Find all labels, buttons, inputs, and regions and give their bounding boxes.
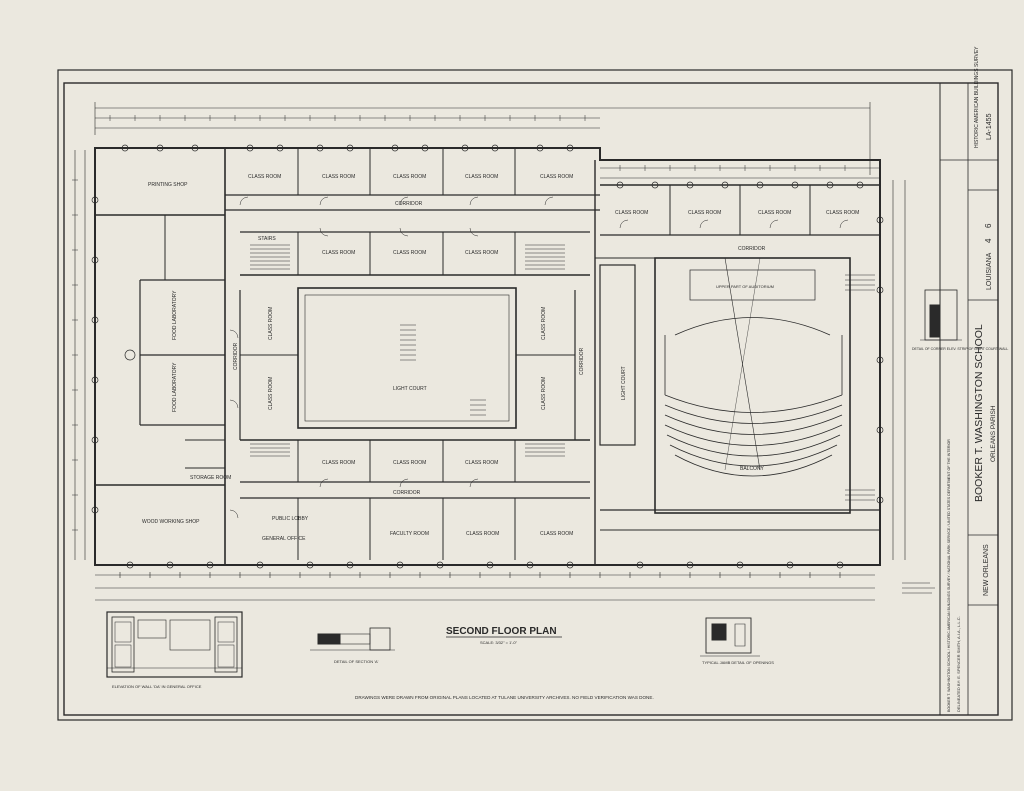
room-printing-shop: PRINTING SHOP: [148, 182, 188, 188]
room-light-court: LIGHT COURT: [393, 386, 427, 392]
room-class-west-1: CLASS ROOM: [268, 307, 274, 340]
parish-name: ORLEANS PARISH: [990, 405, 997, 462]
perimeter-columns: [91, 144, 884, 569]
survey-number: LA-1455: [986, 113, 993, 140]
building-walls: [94, 147, 881, 566]
room-class-15: CLASS ROOM: [688, 210, 721, 216]
room-storage: STORAGE ROOM: [190, 475, 231, 481]
room-corridor-south: CORRIDOR: [393, 490, 421, 496]
stair-runs: [250, 244, 875, 501]
room-class-13: CLASS ROOM: [540, 531, 573, 537]
room-class-8: CLASS ROOM: [465, 250, 498, 256]
drawing-title: SECOND FLOOR PLAN: [446, 626, 557, 637]
room-class-4: CLASS ROOM: [465, 174, 498, 180]
room-labels: PRINTING SHOP CLASS ROOM CLASS ROOM CLAS…: [142, 174, 859, 542]
sheet-border: [57, 69, 1013, 721]
room-faculty-room: FACULTY ROOM: [390, 531, 429, 537]
corner-elevation-detail: [920, 289, 962, 341]
room-class-6: CLASS ROOM: [322, 250, 355, 256]
room-food-lab-1: FOOD LABORATORY: [172, 290, 178, 340]
section-a-detail: [310, 627, 395, 651]
room-class-11: CLASS ROOM: [465, 460, 498, 466]
corner-detail-caption: DETAIL OF CORNER ELEV. STRIP OF LIGHT CO…: [912, 347, 1008, 351]
room-corridor-east: CORRIDOR: [738, 246, 766, 252]
room-general-office: GENERAL OFFICE: [262, 536, 306, 542]
room-stairs-nw: STAIRS: [258, 236, 276, 242]
building-name: BOOKER T. WASHINGTON SCHOOL: [973, 324, 985, 502]
room-corridor-north: CORRIDOR: [395, 201, 423, 207]
room-balcony: BALCONY: [740, 466, 765, 472]
drawing-scale: SCALE: 3/32" = 1'-0": [480, 640, 518, 645]
office-elevation-caption: ELEVATION OF WALL 'DA' IN GENERAL OFFICE: [112, 684, 202, 689]
room-class-5: CLASS ROOM: [540, 174, 573, 180]
jamb-detail-caption: TYPICAL JAMB DETAIL OF OPENINGS: [702, 660, 774, 665]
room-class-12: CLASS ROOM: [466, 531, 499, 537]
room-corridor-east-side: CORRIDOR: [579, 347, 585, 375]
sheet-number: 4: [984, 238, 993, 243]
room-class-10: CLASS ROOM: [393, 460, 426, 466]
room-class-east-1: CLASS ROOM: [541, 307, 547, 340]
room-public-lobby: PUBLIC LOBBY: [272, 516, 309, 522]
room-class-west-2: CLASS ROOM: [268, 377, 274, 410]
state-name: LOUISIANA: [986, 252, 993, 290]
bottom-dimension-lines: [95, 572, 875, 601]
room-class-1: CLASS ROOM: [248, 174, 281, 180]
room-food-lab-2: FOOD LABORATORY: [172, 362, 178, 412]
top-dimension-ticks: [109, 115, 846, 171]
title-block: HISTORIC AMERICAN BUILDINGS SURVEY LA-14…: [939, 46, 998, 715]
auditorium-seating: [664, 257, 843, 477]
drawing-title-block: SECOND FLOOR PLAN SCALE: 3/32" = 1'-0": [446, 626, 562, 645]
door-swings: [229, 196, 849, 519]
key-note: [902, 582, 935, 594]
room-class-17: CLASS ROOM: [826, 210, 859, 216]
room-wood-working-shop: WOOD WORKING SHOP: [142, 519, 200, 525]
room-class-7: CLASS ROOM: [393, 250, 426, 256]
left-dimension-lines: [72, 150, 906, 560]
delineator-text: DELINEATED BY: E. SPENCER SMITH, A.I.A.,…: [956, 616, 961, 712]
room-class-16: CLASS ROOM: [758, 210, 791, 216]
room-class-14: CLASS ROOM: [615, 210, 648, 216]
section-a-caption: DETAIL OF SECTION 'A': [334, 659, 379, 664]
sheet-of: 6: [984, 223, 993, 228]
top-dimension-lines: [94, 102, 880, 179]
room-class-2: CLASS ROOM: [322, 174, 355, 180]
office-elevation-detail: [106, 611, 243, 678]
room-corridor-west: CORRIDOR: [233, 342, 239, 370]
jamb-detail: [700, 617, 760, 657]
room-class-9: CLASS ROOM: [322, 460, 355, 466]
drawing-note: DRAWINGS WERE DRAWN FROM ORIGINAL PLANS …: [355, 695, 654, 700]
credits-text: BOOKER T. WASHINGTON SCHOOL / HISTORIC A…: [947, 439, 951, 712]
city-name: NEW ORLEANS: [983, 544, 990, 596]
room-class-east-2: CLASS ROOM: [541, 377, 547, 410]
room-class-3: CLASS ROOM: [393, 174, 426, 180]
survey-label: HISTORIC AMERICAN BUILDINGS SURVEY: [974, 46, 980, 148]
room-upper-auditorium: UPPER PART OF AUDITORIUM: [716, 284, 774, 289]
room-light-court-east: LIGHT COURT: [621, 366, 627, 400]
